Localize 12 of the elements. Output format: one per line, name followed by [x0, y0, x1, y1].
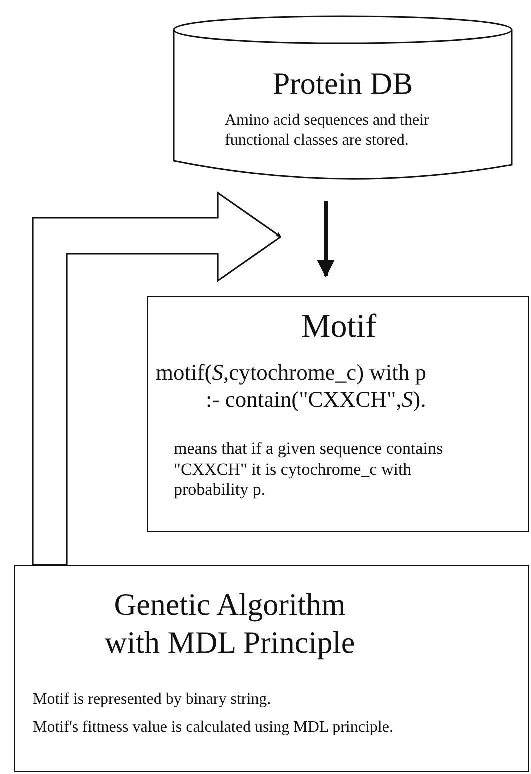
- algorithm-title: Genetic Algorithm with MDL Principle: [104, 586, 356, 662]
- process-box: [147, 296, 529, 532]
- motif-rule: motif(S,cytochrome_c) with p :- contain("CXXCH",S).: [156, 359, 428, 414]
- database-description: Amino acid sequences and their functional classes are stored.: [225, 111, 430, 150]
- motif-title: Motif: [300, 308, 378, 347]
- motif-explanation: means that if a given sequence contains "CXXCH" it is cytochrome_c with probability p.: [174, 439, 444, 502]
- algorithm-description: Motif's fittness value is calculated using MDL principle.: [33, 718, 394, 738]
- process-box: [14, 565, 529, 772]
- block-arrow: [32, 191, 282, 566]
- arrow: [317, 201, 335, 278]
- database-title: Protein DB: [272, 65, 414, 103]
- algorithm-description: Motif is represented by binary string.: [33, 690, 272, 710]
